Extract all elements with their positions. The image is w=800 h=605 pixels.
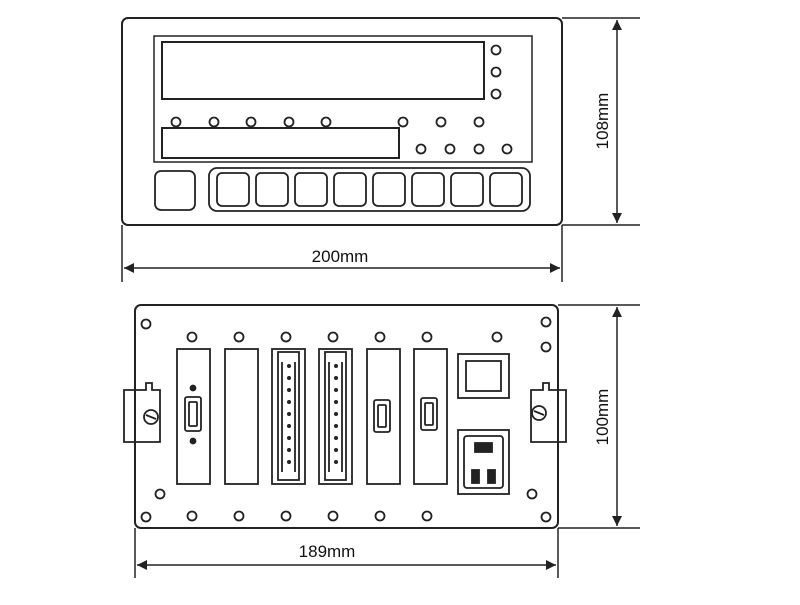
indicator-led (415, 143, 427, 155)
port-connector-icon (373, 399, 391, 433)
screw-hole-icon (421, 331, 433, 343)
status-led (490, 44, 502, 56)
rear-screw-holes (140, 316, 552, 523)
front-width-label: 200mm (312, 247, 369, 266)
bracket-screw-icon (143, 409, 159, 425)
front-panel (121, 17, 563, 226)
key-button (255, 172, 289, 207)
front-height-dimension (562, 17, 640, 226)
key-button (489, 172, 523, 207)
status-led (490, 88, 502, 100)
rear-width-dimension (134, 528, 559, 578)
bracket-screw-icon (531, 405, 547, 421)
indicator-led (444, 143, 456, 155)
key-button (372, 172, 406, 207)
front-panel-outline (121, 17, 563, 226)
indicator-led (435, 116, 447, 128)
front-height-label: 108mm (593, 93, 612, 150)
indicator-led (245, 116, 257, 128)
screw-hole-icon (154, 488, 166, 500)
rear-panel-outline (134, 304, 559, 529)
screw-hole-icon (540, 341, 552, 353)
indicator-led (283, 116, 295, 128)
front-width-dimension (121, 225, 563, 282)
screw-hole-icon (327, 510, 339, 522)
screw-hole-icon (186, 331, 198, 343)
screw-hole-icon (491, 331, 503, 343)
indicator-row-lower (415, 143, 513, 155)
screw-hole-icon (421, 510, 433, 522)
power-switch-icon (457, 353, 510, 399)
screw-hole-icon (327, 331, 339, 343)
indicator-led (208, 116, 220, 128)
led-indicator-icon (189, 384, 197, 392)
key-button (294, 172, 328, 207)
slot-terminal-module (318, 348, 353, 485)
port-connector-icon (420, 397, 438, 431)
module-slots (176, 348, 448, 485)
screw-hole-icon (186, 510, 198, 522)
screw-hole-icon (540, 316, 552, 328)
key-button (411, 172, 445, 207)
screw-hole-icon (374, 510, 386, 522)
power-section (457, 353, 510, 495)
status-led-group (490, 44, 502, 100)
indicator-led (473, 116, 485, 128)
slot-blank-cover (224, 348, 259, 485)
screw-hole-icon (280, 510, 292, 522)
indicator-led (170, 116, 182, 128)
secondary-display-window (161, 127, 400, 159)
slot-serial-module (176, 348, 211, 485)
key-button (450, 172, 484, 207)
key-button (333, 172, 367, 207)
screw-hole-icon (233, 510, 245, 522)
indicator-led (320, 116, 332, 128)
slot-terminal-module (271, 348, 306, 485)
main-display-window (161, 41, 485, 100)
key-button (216, 172, 250, 207)
screw-hole-icon (140, 511, 152, 523)
keypad (154, 167, 531, 212)
terminal-pins (287, 364, 338, 464)
screw-hole-icon (280, 331, 292, 343)
status-led (490, 66, 502, 78)
indicator-led (473, 143, 485, 155)
rear-height-label: 100mm (593, 389, 612, 446)
screw-hole-icon (374, 331, 386, 343)
rear-width-label: 189mm (299, 542, 356, 561)
keypad-frame (208, 167, 531, 212)
led-indicator-icon (189, 437, 197, 445)
db9-connector-icon (184, 396, 202, 432)
rear-height-dimension (558, 304, 640, 529)
indicator-led (501, 143, 513, 155)
display-bezel (153, 35, 533, 163)
screw-hole-icon (526, 488, 538, 500)
screw-hole-icon (140, 318, 152, 330)
indicator-row-upper (170, 116, 485, 128)
indicator-led (397, 116, 409, 128)
rear-panel (134, 304, 559, 529)
power-inlet-icon (457, 429, 510, 495)
screw-hole-icon (233, 331, 245, 343)
slot-comm-module (366, 348, 401, 485)
mounting-bracket-left (123, 382, 161, 443)
terminal-block-icon (324, 351, 347, 481)
terminal-block-icon (277, 351, 300, 481)
key-button (154, 170, 196, 211)
screw-hole-icon (540, 511, 552, 523)
slot-comm-module (413, 348, 448, 485)
mounting-bracket-right (530, 382, 567, 443)
